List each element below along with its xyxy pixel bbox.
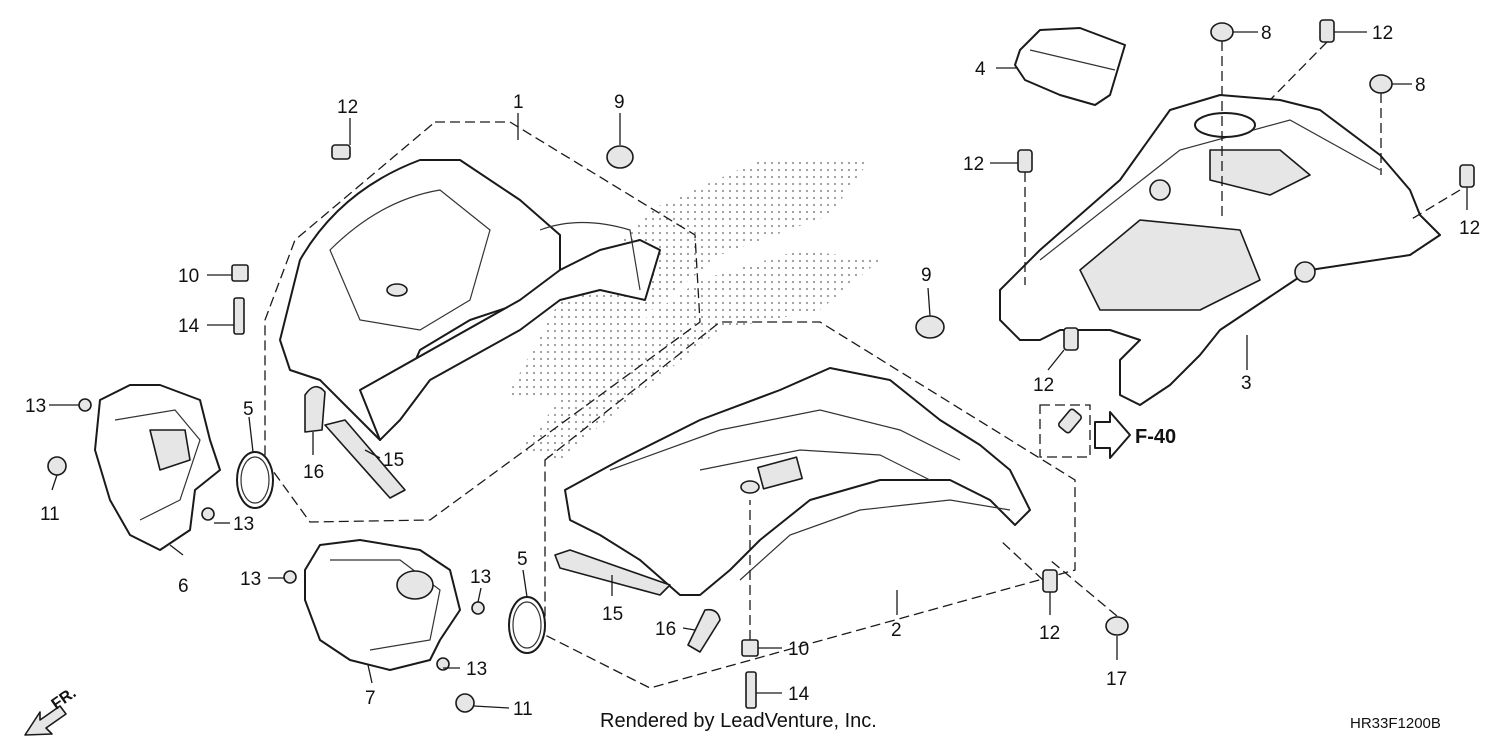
part-16-pad-lower[interactable] [687, 608, 721, 653]
part-8-cap-right[interactable] [1369, 74, 1393, 94]
callout-1: 1 [513, 92, 524, 113]
callout-numbers: 1 2 3 4 5 5 6 7 8 8 9 9 10 10 11 11 12 1… [25, 23, 1480, 720]
part-12-clip-c[interactable] [1017, 149, 1033, 173]
callout-11-right: 11 [513, 699, 533, 720]
callout-4: 4 [975, 59, 986, 80]
reference-arrow[interactable] [1094, 411, 1131, 459]
part-6-left-bracket[interactable] [94, 384, 221, 551]
reference-box [1039, 404, 1091, 458]
part-12-clip-d[interactable] [1459, 164, 1475, 188]
part-12-clip-g[interactable] [1057, 408, 1083, 434]
part-12-clip-a[interactable] [331, 144, 351, 160]
part-13-screw-e[interactable] [436, 657, 450, 671]
callout-12-e: 12 [1033, 375, 1054, 396]
group-outline-part-1 [264, 121, 701, 523]
part-15-strip-lower[interactable] [554, 549, 671, 596]
callout-16-upper: 16 [303, 462, 324, 483]
part-5-ring-left-inner [240, 456, 270, 504]
callout-14-upper: 14 [178, 316, 200, 337]
front-direction-label: FR. [49, 685, 80, 714]
callout-9-upper: 9 [614, 92, 625, 113]
callout-9-lower: 9 [921, 265, 932, 286]
part-12-clip-e[interactable] [1063, 327, 1079, 351]
diagram-code: HR33F1200B [1350, 715, 1441, 732]
callout-12-b: 12 [1372, 23, 1393, 44]
part-12-clip-f[interactable] [1042, 569, 1058, 593]
callout-13-e: 13 [466, 659, 487, 680]
part-11-bolt-right[interactable] [455, 693, 475, 713]
part-1-front-fender[interactable] [279, 159, 661, 441]
callout-13-a: 13 [25, 396, 46, 417]
part-12-clip-b[interactable] [1319, 19, 1335, 43]
callout-5-left: 5 [243, 399, 254, 420]
part-13-screw-a[interactable] [78, 398, 92, 412]
fastener-12-group [331, 19, 1475, 593]
callout-13-b: 13 [233, 514, 254, 535]
callout-10-upper: 10 [178, 266, 199, 287]
part-14-screw-lower[interactable] [745, 671, 757, 709]
part-11-bolt-left[interactable] [47, 456, 67, 476]
part-10-bolt-upper[interactable] [231, 264, 249, 282]
callout-15-upper: 15 [383, 450, 404, 471]
callout-10-lower: 10 [788, 639, 809, 660]
callout-13-d: 13 [470, 567, 491, 588]
part-14-screw-upper[interactable] [233, 297, 245, 335]
part-4-cover[interactable] [1014, 27, 1126, 106]
part-13-screw-c[interactable] [283, 570, 297, 584]
callout-8-upper: 8 [1261, 23, 1272, 44]
callout-12-a: 12 [337, 97, 358, 118]
part-5-ring-left[interactable] [236, 451, 274, 509]
part-16-pad-upper[interactable] [304, 385, 326, 433]
part-17-washer[interactable] [1105, 616, 1129, 636]
part-13-screw-d[interactable] [471, 601, 485, 615]
callout-16-lower: 16 [655, 619, 676, 640]
callout-6: 6 [178, 576, 189, 597]
leader-lines [49, 31, 1468, 709]
callout-3: 3 [1241, 373, 1252, 394]
callout-17: 17 [1106, 669, 1127, 690]
part-9-grommet-upper[interactable] [606, 145, 634, 169]
callout-8-right: 8 [1415, 75, 1426, 96]
callout-13-c: 13 [240, 569, 261, 590]
part-3-rear-body[interactable] [999, 94, 1441, 406]
callout-12-d: 12 [1459, 218, 1480, 239]
part-13-screw-b[interactable] [201, 507, 215, 521]
callout-2: 2 [891, 620, 902, 641]
part-7-right-bracket[interactable] [304, 539, 461, 671]
callout-12-f: 12 [1039, 623, 1060, 644]
reference-label[interactable]: F-40 [1135, 426, 1176, 448]
part-5-ring-right[interactable] [508, 596, 546, 654]
callout-14-lower: 14 [788, 684, 810, 705]
part-15-strip-upper[interactable] [324, 419, 406, 499]
part-10-bolt-lower[interactable] [741, 639, 759, 657]
callout-5-right: 5 [517, 549, 528, 570]
credit-text: Rendered by LeadVenture, Inc. [600, 710, 877, 732]
watermark-wing [505, 160, 880, 460]
callout-11-left: 11 [40, 504, 60, 525]
callout-12-c: 12 [963, 154, 984, 175]
callout-15-lower: 15 [602, 604, 623, 625]
part-8-cap-upper[interactable] [1210, 22, 1234, 42]
part-5-ring-right-inner [512, 601, 542, 649]
callout-7: 7 [365, 688, 376, 709]
part-9-grommet-lower[interactable] [915, 315, 945, 339]
front-direction-arrow [24, 705, 67, 736]
group-outline-part-2 [544, 321, 1076, 689]
part-2-rear-fender[interactable] [564, 367, 1031, 596]
